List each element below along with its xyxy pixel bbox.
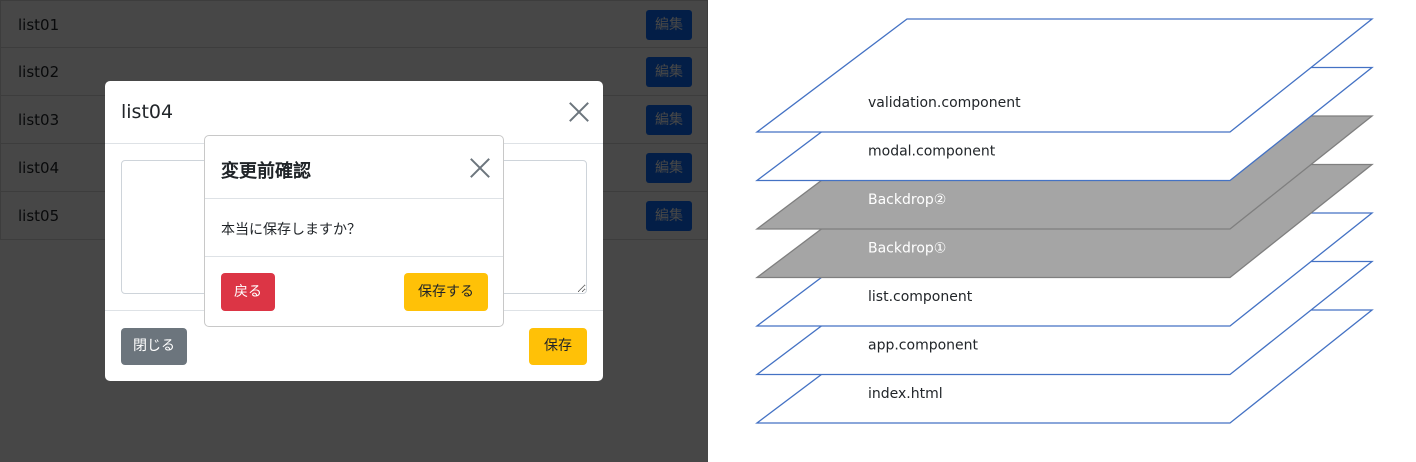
app-screenshot: list01 編集 list02 編集 list03 編集 list04 編集 … [0, 0, 708, 462]
confirm-message: 本当に保存しますか？ [221, 222, 361, 238]
layer-label: validation.component [868, 95, 1021, 111]
confirm-modal: 変更前確認 本当に保存しますか？ 戻る 保存する [204, 135, 504, 327]
layer-label: modal.component [868, 144, 996, 160]
confirm-modal-header: 変更前確認 [205, 136, 503, 199]
confirm-save-button[interactable]: 保存する [404, 273, 488, 311]
close-icon[interactable] [470, 158, 490, 178]
save-button[interactable]: 保存 [529, 328, 587, 365]
layer-plane [755, 18, 1374, 133]
layer-label: list.component [868, 289, 973, 305]
layer-label: app.component [868, 338, 979, 354]
close-button[interactable]: 閉じる [121, 328, 187, 365]
edit-modal-footer: 閉じる 保存 [105, 310, 603, 381]
back-button[interactable]: 戻る [221, 273, 275, 311]
layer-label: index.html [868, 386, 943, 402]
confirm-modal-title: 変更前確認 [221, 161, 311, 182]
confirm-modal-footer: 戻る 保存する [205, 256, 503, 326]
layer-diagram-svg: validation.component modal.componentBackd… [755, 18, 1374, 424]
edit-modal-title: list04 [121, 101, 174, 123]
layer-label: Backdrop② [868, 192, 946, 208]
layer-label: Backdrop① [868, 241, 946, 257]
close-icon[interactable] [569, 102, 589, 122]
